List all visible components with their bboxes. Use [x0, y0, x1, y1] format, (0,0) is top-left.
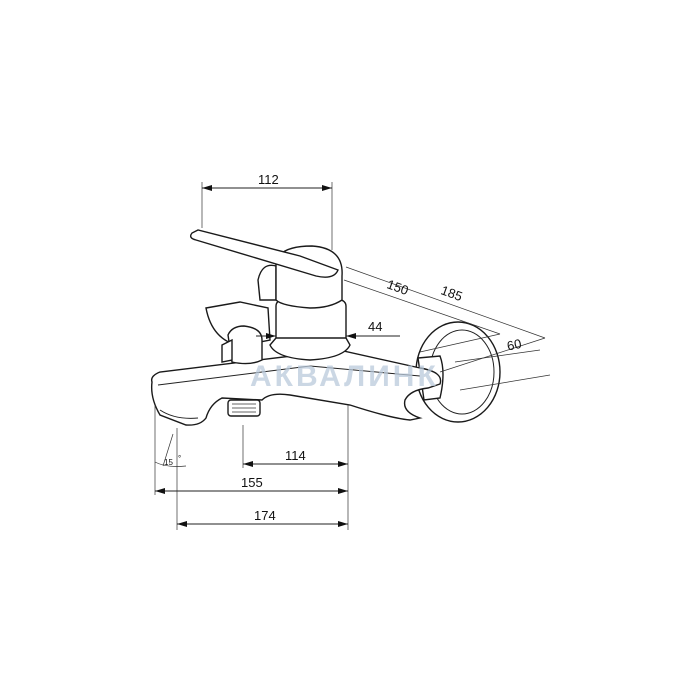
- dimension-155: 155: [155, 475, 348, 494]
- dimension-angle: 15 °: [154, 433, 187, 467]
- spout: [150, 347, 442, 426]
- dimension-label-150: 150: [385, 276, 411, 298]
- degree-symbol: °: [178, 454, 181, 463]
- angle-label: 15: [164, 458, 173, 467]
- dimension-label-155: 155: [241, 475, 263, 490]
- dimension-label-174: 174: [254, 508, 276, 523]
- dimension-label-44: 44: [368, 319, 382, 334]
- dimension-44: 44: [256, 319, 400, 339]
- dimension-label-114: 114: [285, 448, 306, 463]
- diverter: [205, 301, 271, 365]
- mixer-body: [189, 229, 351, 361]
- dimension-label-60: 60: [506, 336, 523, 354]
- dimension-label-185: 185: [439, 282, 465, 304]
- dimension-112: 112: [201, 172, 333, 250]
- dimension-174: 174: [177, 508, 348, 527]
- dimension-depth: 150 185 60: [343, 266, 551, 391]
- dimension-label-112: 112: [258, 172, 279, 187]
- dimension-114: 114: [243, 448, 348, 467]
